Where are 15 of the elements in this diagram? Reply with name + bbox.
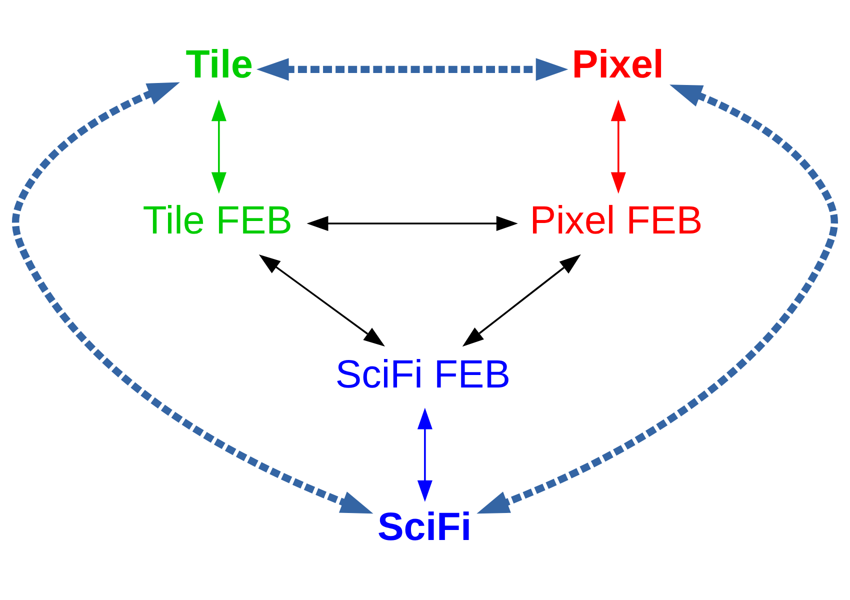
node-text: Tile xyxy=(186,42,253,86)
node-text: SciFi xyxy=(377,504,472,548)
arrow xyxy=(610,99,626,194)
node-text: Tile FEB xyxy=(142,198,292,242)
arrow xyxy=(258,254,385,346)
arrow xyxy=(12,82,374,514)
arrow xyxy=(306,215,518,230)
arrow xyxy=(462,254,581,346)
arrow xyxy=(211,99,226,194)
node-text: SciFi FEB xyxy=(335,352,511,396)
node-text: Pixel FEB xyxy=(530,198,703,242)
node-text: Pixel xyxy=(572,42,664,86)
arrow xyxy=(256,58,568,80)
arrow xyxy=(417,407,432,502)
arrow xyxy=(476,84,838,514)
